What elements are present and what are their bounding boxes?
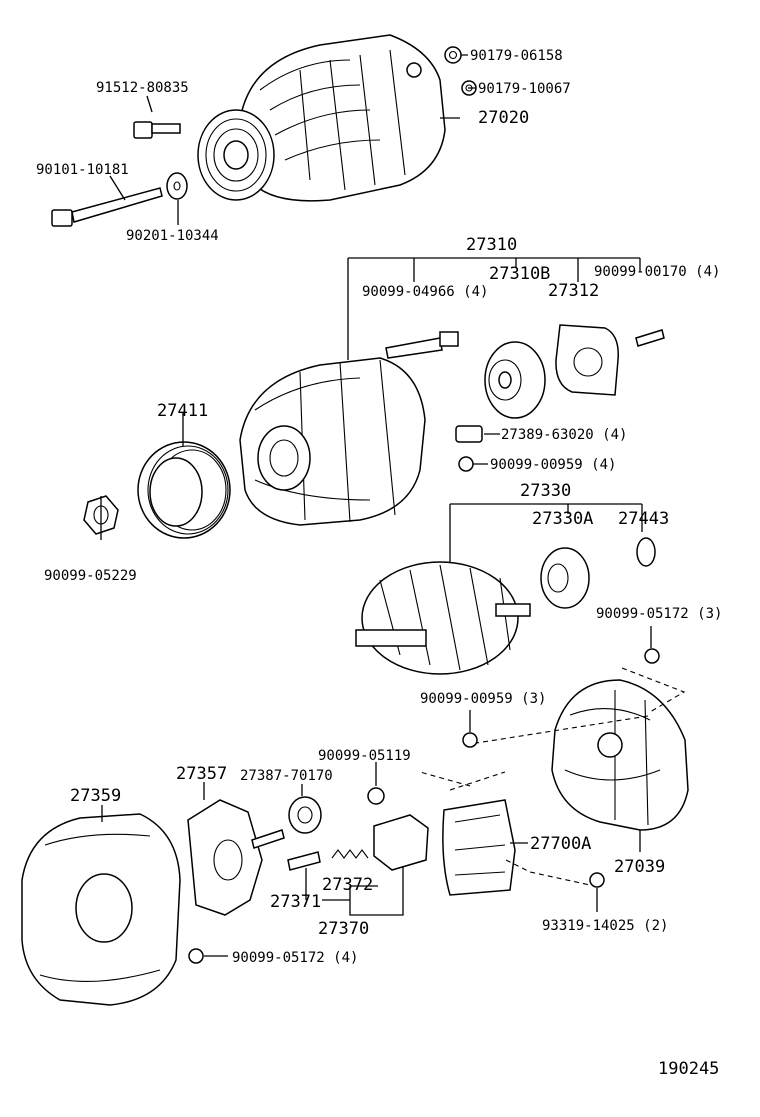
rectifier-holder-27357-icon bbox=[187, 799, 285, 916]
bearing-27310B-icon bbox=[484, 341, 546, 419]
cap-90099-05119-icon bbox=[367, 787, 385, 805]
label-27312: 27312 bbox=[548, 281, 599, 301]
label-27330A: 27330A bbox=[532, 509, 593, 529]
label-90099-04966: 90099-04966 (4) bbox=[362, 284, 488, 300]
nut-90099-05172-4-icon bbox=[188, 948, 204, 964]
label-90099-05172-3: 90099-05172 (3) bbox=[596, 606, 722, 622]
rotor-assembly bbox=[355, 561, 531, 675]
label-27389-63020: 27389-63020 (4) bbox=[501, 427, 627, 443]
label-93319-14025: 93319-14025 (2) bbox=[542, 918, 668, 934]
label-27020: 27020 bbox=[478, 108, 529, 128]
bolt-90101-10181-icon bbox=[51, 187, 163, 227]
spring-27372-icon bbox=[331, 849, 369, 859]
brush-holder-icon bbox=[373, 814, 429, 871]
label-90201-10344: 90201-10344 bbox=[126, 228, 219, 244]
nut-90099-00959-3-icon bbox=[462, 732, 478, 748]
label-90099-05119: 90099-05119 bbox=[318, 748, 411, 764]
insulator-27389-63020-icon bbox=[455, 425, 483, 443]
drive-end-frame bbox=[239, 357, 426, 526]
brush-27371-icon bbox=[287, 851, 321, 871]
rear-cover-27359-icon bbox=[21, 813, 181, 1006]
stud-bolt-icon bbox=[385, 331, 459, 359]
label-27039: 27039 bbox=[614, 857, 665, 877]
label-27387-70170: 27387-70170 bbox=[240, 768, 333, 784]
label-27370: 27370 bbox=[318, 919, 369, 939]
nut-90179-06158-icon bbox=[444, 46, 462, 64]
nut-90099-00959-4-icon bbox=[458, 456, 474, 472]
label-27700A: 27700A bbox=[530, 834, 591, 854]
label-27372: 27372 bbox=[322, 875, 373, 895]
washer-90201-10344-icon bbox=[166, 172, 188, 200]
diagram-id: 190245 bbox=[658, 1059, 719, 1079]
label-27411: 27411 bbox=[157, 401, 208, 421]
label-90099-00959-3: 90099-00959 (3) bbox=[420, 691, 546, 707]
label-90099-00959-4: 90099-00959 (4) bbox=[490, 457, 616, 473]
label-27359: 27359 bbox=[70, 786, 121, 806]
cover-27443-icon bbox=[636, 537, 656, 567]
nut-90099-05172-3-icon bbox=[644, 648, 660, 664]
label-27443: 27443 bbox=[618, 509, 669, 529]
label-91512-80835: 91512-80835 bbox=[96, 80, 189, 96]
bearing-27330A-icon bbox=[540, 547, 590, 609]
label-90179-10067: 90179-10067 bbox=[478, 81, 571, 97]
bolt-91512-80835-icon bbox=[133, 121, 181, 139]
rectifier-end-frame bbox=[551, 679, 689, 831]
screw-93319-14025-icon bbox=[589, 872, 605, 888]
label-90099-05229: 90099-05229 bbox=[44, 568, 137, 584]
label-90099-00170: 90099-00170 (4) bbox=[594, 264, 720, 280]
label-27371: 27371 bbox=[270, 892, 321, 912]
label-27310B: 27310B bbox=[489, 264, 550, 284]
label-90099-05172-4: 90099-05172 (4) bbox=[232, 950, 358, 966]
label-90179-06158: 90179-06158 bbox=[470, 48, 563, 64]
pulley-27411-icon bbox=[137, 441, 231, 539]
label-27357: 27357 bbox=[176, 764, 227, 784]
alternator-assembly bbox=[197, 34, 446, 202]
regulator-assembly bbox=[442, 799, 516, 896]
screw-90099-00170-icon bbox=[635, 329, 665, 347]
label-27330: 27330 bbox=[520, 481, 571, 501]
label-90101-10181: 90101-10181 bbox=[36, 162, 129, 178]
retainer-plate-27312-icon bbox=[555, 324, 619, 396]
label-27310: 27310 bbox=[466, 235, 517, 255]
terminal-27387-70170-icon bbox=[288, 796, 322, 834]
